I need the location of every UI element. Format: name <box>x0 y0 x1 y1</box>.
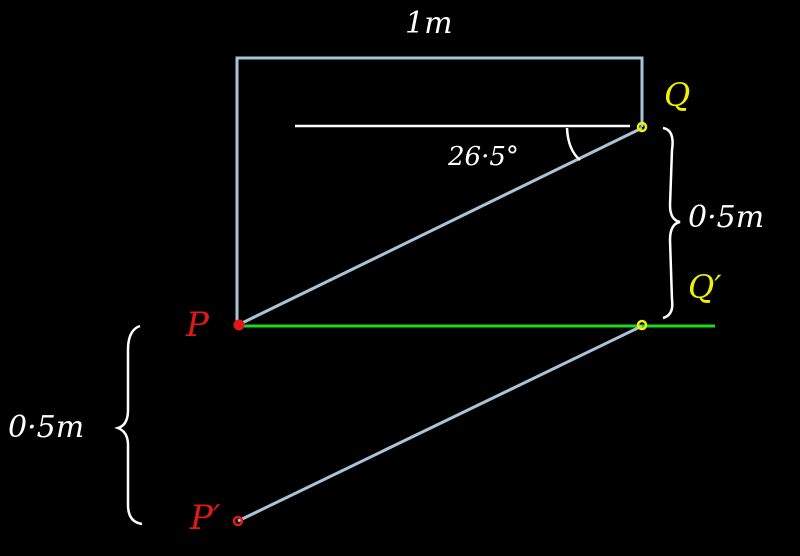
point-p-prime-label: P′ <box>190 498 221 538</box>
left-distance-label: 0·5m <box>8 410 85 445</box>
right-brace <box>662 126 681 320</box>
point-p-prime-dot <box>232 515 244 527</box>
angle-arc <box>565 127 581 161</box>
point-p-dot <box>233 319 245 331</box>
angle-label: 26·5° <box>448 142 519 172</box>
point-q-prime-dot <box>636 319 648 331</box>
line-p-prime-q-prime <box>237 324 643 523</box>
point-q-label: Q <box>664 76 691 114</box>
frame-line <box>235 56 644 325</box>
line-pq <box>237 126 643 327</box>
width-label: 1m <box>405 6 453 41</box>
right-distance-label: 0·5m <box>688 200 765 235</box>
point-p-label: P <box>186 305 209 345</box>
point-q-prime-label: Q′ <box>688 268 722 306</box>
point-q-dot <box>636 121 648 133</box>
left-brace <box>114 324 143 526</box>
